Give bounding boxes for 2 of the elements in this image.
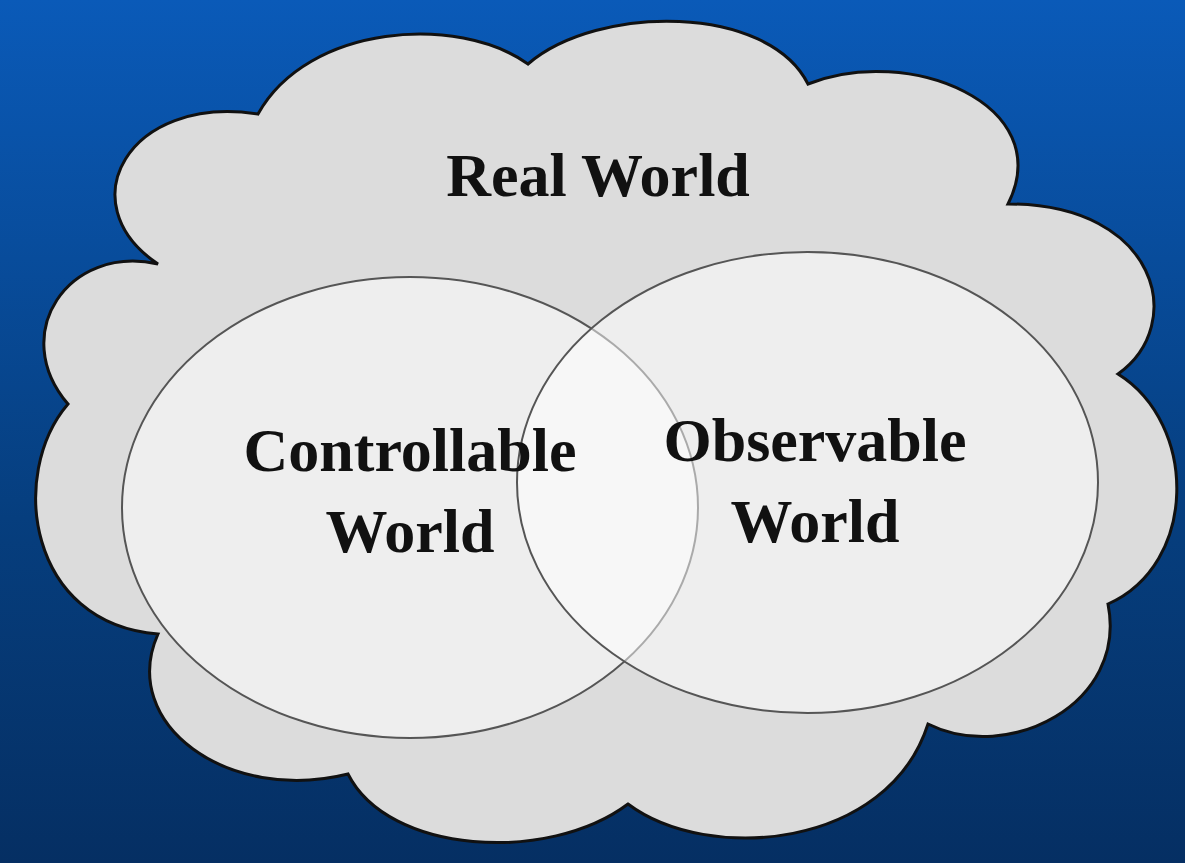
cloud-label: Real World	[445, 140, 751, 211]
circle-label: Observable World	[662, 405, 968, 557]
